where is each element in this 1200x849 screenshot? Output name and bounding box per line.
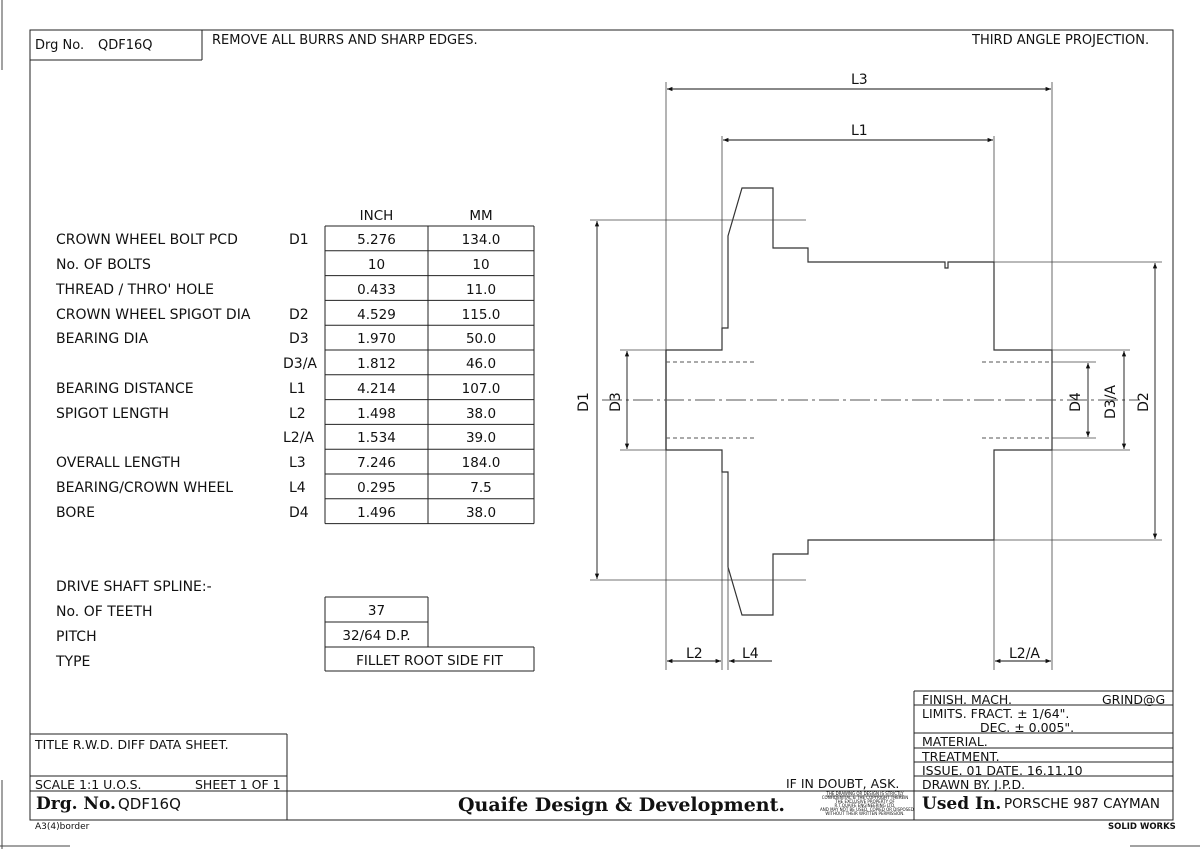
row-code: D3/A <box>283 356 317 372</box>
row-label: BEARING DIA <box>56 331 149 347</box>
title-block-title: TITLE R.W.D. DIFF DATA SHEET. <box>35 737 229 752</box>
cell-mm: 10 <box>472 257 490 273</box>
cell-inch: 1.496 <box>357 505 396 521</box>
treatment-field: TREATMENT. <box>922 749 1000 764</box>
dim-label-l2a: L2/A <box>1009 646 1041 662</box>
title-block-sheet: SHEET 1 OF 1 <box>195 777 281 792</box>
used-in-value: PORSCHE 987 CAYMAN <box>1004 796 1161 812</box>
cell-inch: 0.433 <box>357 282 396 298</box>
cell-mm: 107.0 <box>461 381 501 397</box>
col-header-mm: MM <box>469 208 493 224</box>
dim-label-d1: D1 <box>575 392 592 412</box>
title-block-scale: SCALE 1:1 U.O.S. <box>35 777 142 792</box>
row-code: D4 <box>289 505 309 521</box>
border-ref: A3(4)border <box>35 822 90 832</box>
row-label: THREAD / THRO' HOLE <box>56 282 214 298</box>
cell-inch: 5.276 <box>357 232 396 248</box>
dim-label-d3: D3 <box>607 392 624 412</box>
dim-label-l1: L1 <box>851 123 868 139</box>
title-block-drg-label: Drg. No. <box>36 794 116 814</box>
header-projection: THIRD ANGLE PROJECTION. <box>972 33 1150 48</box>
row-code: L2 <box>289 406 306 422</box>
dim-label-d2: D2 <box>1135 392 1152 412</box>
cell-mm: 38.0 <box>465 406 497 422</box>
cell-mm: 134.0 <box>461 232 501 248</box>
issue-date-field: ISSUE. 01 DATE. 16.11.10 <box>922 763 1083 778</box>
cell-mm: 7.5 <box>470 480 492 496</box>
cell-inch: 1.498 <box>357 406 396 422</box>
cell-mm: 39.0 <box>465 430 497 446</box>
row-label: BORE <box>56 505 95 521</box>
row-code: L3 <box>289 455 306 471</box>
dim-label-d4: D4 <box>1067 392 1084 412</box>
sheet-border <box>29 29 1174 821</box>
cell-mm: 46.0 <box>465 356 497 372</box>
row-label: SPIGOT LENGTH <box>56 406 169 422</box>
row-code: D3 <box>289 331 309 347</box>
row-code: L2/A <box>283 430 315 446</box>
limits-fract: LIMITS. FRACT. ± 1/64". <box>922 706 1070 721</box>
confidential-note: THE DRAWING OR DESIGN IS STRICTLY CONFID… <box>820 791 914 816</box>
row-code: D2 <box>289 307 309 323</box>
cell-mm: 184.0 <box>461 455 501 471</box>
finish-value: GRIND@G <box>1102 692 1166 707</box>
spline-teeth-label: No. OF TEETH <box>56 604 153 620</box>
row-label: BEARING/CROWN WHEEL <box>56 480 234 496</box>
cell-inch: 0.295 <box>357 480 396 496</box>
data-table-grid <box>324 225 535 525</box>
company-name: Quaife Design & Development. <box>458 794 785 816</box>
drawn-by-field: DRAWN BY. J.P.D. <box>922 777 1026 792</box>
cell-mm: 38.0 <box>465 505 497 521</box>
cell-inch: 10 <box>367 257 386 273</box>
spline-heading: DRIVE SHAFT SPLINE:- <box>56 579 212 595</box>
row-label: CROWN WHEEL BOLT PCD <box>56 232 238 248</box>
row-code: L4 <box>289 480 306 496</box>
cell-inch: 4.214 <box>357 381 396 397</box>
cell-inch: 4.529 <box>357 307 396 323</box>
doubt-note: IF IN DOUBT, ASK. <box>786 776 900 791</box>
cell-inch: 1.970 <box>357 331 396 347</box>
spline-table-grid <box>324 596 535 672</box>
cell-mm: 50.0 <box>465 331 497 347</box>
material-field: MATERIAL. <box>922 734 988 749</box>
col-header-inch: INCH <box>359 208 394 224</box>
row-label: CROWN WHEEL SPIGOT DIA <box>56 307 251 323</box>
spline-pitch-value: 32/64 D.P. <box>342 628 411 644</box>
spline-type-label: TYPE <box>56 654 91 670</box>
row-label: BEARING DISTANCE <box>56 381 194 397</box>
spline-teeth-value: 37 <box>367 603 386 619</box>
used-in-label: Used In. <box>922 794 1002 814</box>
dim-label-d3a: D3/A <box>1102 385 1119 419</box>
cell-inch: 1.534 <box>357 430 396 446</box>
dim-label-l3: L3 <box>851 72 868 88</box>
title-block-drg-number: QDF16Q <box>118 795 181 813</box>
row-code: D1 <box>289 232 309 248</box>
row-label: OVERALL LENGTH <box>56 455 181 471</box>
header-drg-number: QDF16Q <box>98 38 153 53</box>
spline-type-value: FILLET ROOT SIDE FIT <box>356 653 503 669</box>
cell-mm: 11.0 <box>465 282 497 298</box>
dim-label-l2: L2 <box>686 646 703 662</box>
header-note: REMOVE ALL BURRS AND SHARP EDGES. <box>212 33 478 48</box>
cell-mm: 115.0 <box>461 307 501 323</box>
limits-dec: DEC. ± 0.005". <box>980 720 1075 735</box>
header-drg-label: Drg No. <box>35 38 85 53</box>
cell-inch: 7.246 <box>357 455 396 471</box>
finish-label: FINISH. MACH. <box>922 692 1012 707</box>
dim-label-l4: L4 <box>742 646 759 662</box>
row-code: L1 <box>289 381 306 397</box>
software-ref: SOLID WORKS <box>1108 822 1176 832</box>
spline-pitch-label: PITCH <box>56 629 97 645</box>
cell-inch: 1.812 <box>357 356 396 372</box>
hidden-lines <box>666 361 1052 439</box>
title-block-grid <box>29 690 1173 820</box>
row-label: No. OF BOLTS <box>56 257 151 273</box>
